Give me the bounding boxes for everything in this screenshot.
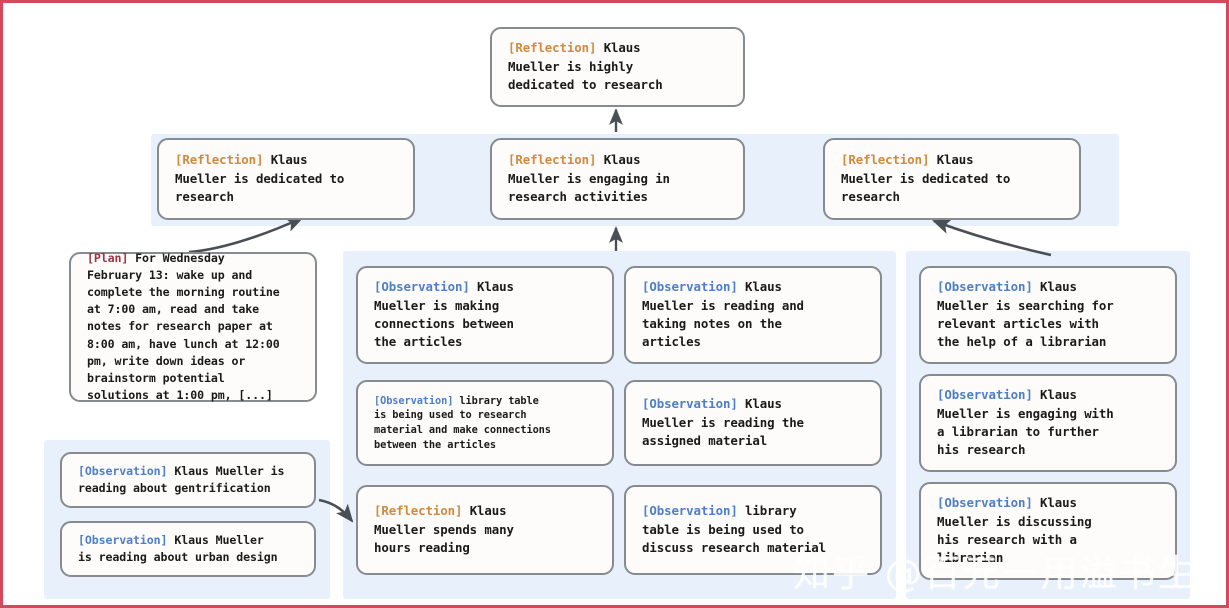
- plan-body: For Wednesday February 13: wake up and c…: [87, 250, 280, 403]
- evidence-middle-3-text: [Observation] library table is being use…: [626, 502, 880, 557]
- evidence-left-2-body: library table is being used to research …: [374, 394, 551, 451]
- watermark: 知乎 @百元一用溢书生: [793, 552, 1197, 595]
- observation-tag: [Observation]: [937, 387, 1033, 403]
- evidence-middle-node-2: [Observation] Klaus Mueller is reading t…: [624, 380, 882, 466]
- reflection-tag: [Reflection]: [175, 152, 264, 168]
- reflection-left-body: Klaus Mueller is dedicated to research: [175, 152, 345, 205]
- reflection-tag: [Reflection]: [508, 152, 597, 168]
- plan-node: [Plan] For Wednesday February 13: wake u…: [69, 250, 317, 404]
- evidence-middle-node-3: [Observation] library table is being use…: [624, 485, 882, 575]
- evidence-left-1-text: [Observation] Klaus Mueller is making co…: [358, 278, 612, 351]
- evidence-right-node-2: [Observation] Klaus Mueller is engaging …: [919, 374, 1177, 472]
- evidence-right-1-text: [Observation] Klaus Mueller is searching…: [921, 278, 1175, 351]
- plan-text: [Plan] For Wednesday February 13: wake u…: [71, 250, 315, 404]
- reflection-node-left: [Reflection] Klaus Mueller is dedicated …: [157, 138, 415, 220]
- evidence-left-3-text: [Reflection] Klaus Mueller spends many h…: [358, 502, 612, 557]
- plan-tag: [Plan]: [87, 250, 129, 265]
- evidence-right-3-body: Klaus Mueller is discussing his research…: [937, 495, 1092, 566]
- evidence-right-2-text: [Observation] Klaus Mueller is engaging …: [921, 386, 1175, 459]
- observation-urban-design-body: Klaus Mueller is reading about urban des…: [78, 532, 278, 564]
- evidence-left-1-body: Klaus Mueller is making connections betw…: [374, 279, 514, 350]
- reflection-middle-body: Klaus Mueller is engaging in research ac…: [508, 152, 670, 205]
- root-reflection-body: Klaus Mueller is highly dedicated to res…: [508, 40, 663, 93]
- evidence-right-1-body: Klaus Mueller is searching for relevant …: [937, 279, 1114, 350]
- reflection-node-right: [Reflection] Klaus Mueller is dedicated …: [823, 138, 1081, 220]
- observation-tag: [Observation]: [937, 279, 1033, 295]
- observation-urban-design-text: [Observation] Klaus Mueller is reading a…: [62, 532, 314, 566]
- observation-gentrification-text: [Observation] Klaus Mueller is reading a…: [62, 463, 314, 497]
- reflection-tag: [Reflection]: [841, 152, 930, 168]
- evidence-middle-1-text: [Observation] Klaus Mueller is reading a…: [626, 278, 880, 351]
- observation-tag: [Observation]: [642, 503, 738, 519]
- observation-tag: [Observation]: [374, 394, 454, 407]
- evidence-left-node-1: [Observation] Klaus Mueller is making co…: [356, 266, 614, 364]
- root-reflection-text: [Reflection] Klaus Mueller is highly ded…: [492, 39, 743, 94]
- evidence-middle-2-body: Klaus Mueller is reading the assigned ma…: [642, 396, 804, 449]
- reflection-tag: [Reflection]: [374, 503, 463, 519]
- evidence-left-node-2: [Observation] library table is being use…: [356, 380, 614, 466]
- evidence-left-3-body: Klaus Mueller spends many hours reading: [374, 503, 514, 556]
- evidence-right-node-3: [Observation] Klaus Mueller is discussin…: [919, 482, 1177, 580]
- evidence-right-3-text: [Observation] Klaus Mueller is discussin…: [921, 494, 1175, 567]
- evidence-middle-3-body: library table is being used to discuss r…: [642, 503, 826, 556]
- reflection-left-text: [Reflection] Klaus Mueller is dedicated …: [159, 151, 413, 206]
- root-reflection-node: [Reflection] Klaus Mueller is highly ded…: [490, 27, 745, 107]
- observation-node-gentrification: [Observation] Klaus Mueller is reading a…: [60, 452, 316, 508]
- evidence-right-node-1: [Observation] Klaus Mueller is searching…: [919, 266, 1177, 364]
- evidence-left-node-3: [Reflection] Klaus Mueller spends many h…: [356, 485, 614, 575]
- reflection-right-text: [Reflection] Klaus Mueller is dedicated …: [825, 151, 1079, 206]
- observation-tag: [Observation]: [937, 495, 1033, 511]
- reflection-node-middle: [Reflection] Klaus Mueller is engaging i…: [490, 138, 745, 220]
- reflection-right-body: Klaus Mueller is dedicated to research: [841, 152, 1011, 205]
- reflection-tag: [Reflection]: [508, 40, 597, 56]
- evidence-left-2-text: [Observation] library table is being use…: [358, 394, 612, 452]
- evidence-right-2-body: Klaus Mueller is engaging with a librari…: [937, 387, 1114, 458]
- evidence-middle-node-1: [Observation] Klaus Mueller is reading a…: [624, 266, 882, 364]
- reflection-middle-text: [Reflection] Klaus Mueller is engaging i…: [492, 151, 743, 206]
- observation-tag: [Observation]: [374, 279, 470, 295]
- observation-tag: [Observation]: [642, 396, 738, 412]
- observation-node-urban-design: [Observation] Klaus Mueller is reading a…: [60, 521, 316, 577]
- evidence-middle-1-body: Klaus Mueller is reading and taking note…: [642, 279, 804, 350]
- observation-tag: [Observation]: [78, 532, 168, 547]
- evidence-middle-2-text: [Observation] Klaus Mueller is reading t…: [626, 395, 880, 450]
- observation-gentrification-body: Klaus Mueller is reading about gentrific…: [78, 463, 285, 495]
- observation-tag: [Observation]: [642, 279, 738, 295]
- observation-tag: [Observation]: [78, 463, 168, 478]
